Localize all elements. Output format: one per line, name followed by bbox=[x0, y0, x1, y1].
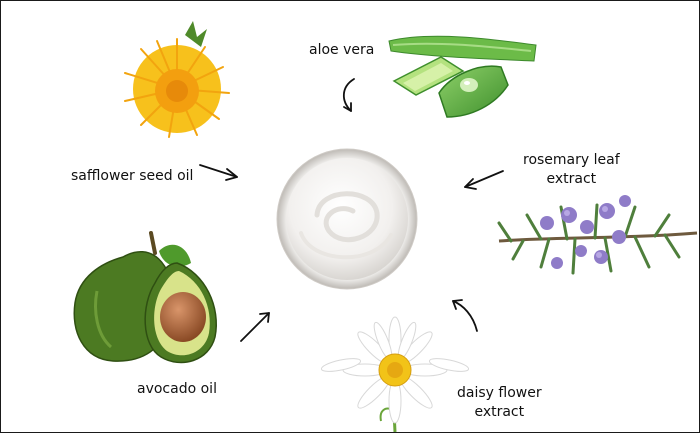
label-safflower-seed-oil: safflower seed oil bbox=[71, 168, 194, 184]
label-daisy-flower-extract: daisy flower extract bbox=[457, 384, 542, 422]
arrow-safflower-to-jar bbox=[199, 164, 238, 181]
aloe-vera-leaf-icon bbox=[388, 35, 537, 118]
label-aloe-vera: aloe vera bbox=[309, 42, 375, 58]
cream-jar-icon bbox=[276, 148, 418, 290]
avocado-icon bbox=[73, 231, 217, 364]
label-avocado-oil: avocado oil bbox=[137, 381, 217, 397]
arrow-avocado-to-jar bbox=[240, 312, 270, 342]
arrow-aloe-to-jar bbox=[342, 78, 355, 112]
label-rosemary-line-2: extract bbox=[546, 171, 597, 187]
label-rosemary-line-1: rosemary leaf bbox=[523, 152, 620, 168]
label-daisy-line-1: daisy flower bbox=[457, 385, 542, 401]
label-rosemary-leaf-extract: rosemary leaf extract bbox=[523, 151, 620, 189]
arrow-daisy-to-jar bbox=[452, 299, 478, 332]
daisy-flower-icon bbox=[320, 316, 470, 432]
arrow-rosemary-to-jar bbox=[464, 170, 504, 190]
safflower-flower-icon bbox=[124, 21, 230, 138]
label-daisy-line-2: extract bbox=[474, 404, 525, 420]
rosemary-sprig-icon bbox=[497, 195, 698, 275]
